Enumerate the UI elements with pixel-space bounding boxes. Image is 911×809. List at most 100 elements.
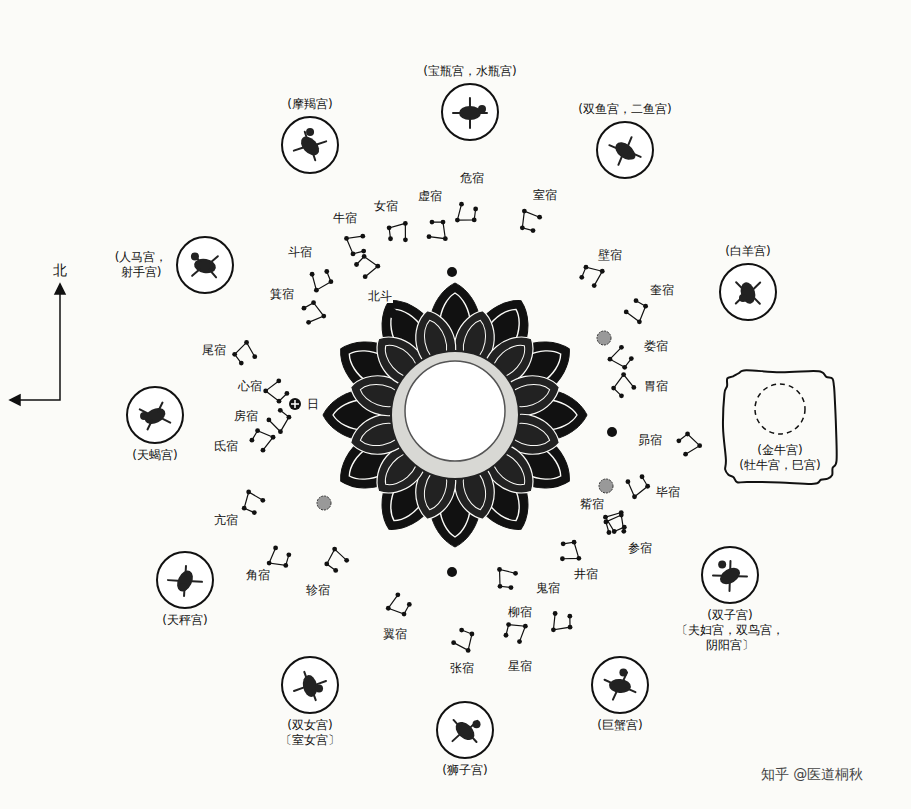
lunar-mansion-name: 翼宿 — [382, 627, 408, 641]
lunar-mansion-name: 房宿 — [233, 409, 259, 423]
lunar-mansion-name: 昴宿 — [637, 433, 663, 447]
lunar-mansion-name: 胃宿 — [643, 379, 669, 393]
lunar-mansion-name: 张宿 — [449, 661, 475, 675]
constellation-figures — [232, 202, 702, 653]
lunar-mansion-name: 箕宿 — [269, 287, 295, 301]
zodiac-emblem — [700, 545, 760, 605]
lunar-mansion-name: 毕宿 — [655, 485, 681, 499]
constellation-figure — [451, 628, 474, 653]
constellation-figure — [387, 221, 408, 242]
constellation-figure — [497, 567, 518, 590]
zodiac-name: (双子宫) — [707, 608, 752, 623]
sun-label: 日 — [306, 397, 320, 411]
zodiac-emblem — [155, 550, 215, 610]
zodiac-name: (巨蟹宫) — [597, 718, 642, 733]
zodiac-name: (人马宫，射手宫) — [110, 250, 172, 280]
zodiac-house: (人马宫，射手宫) — [110, 235, 235, 295]
zodiac-disk — [435, 700, 495, 760]
zodiac-house: (白羊宫) — [718, 244, 778, 322]
zodiac-house: (摩羯宫) — [280, 97, 340, 175]
lunar-mansion-name: 女宿 — [373, 199, 399, 213]
lunar-mansion-name: 牛宿 — [332, 211, 358, 225]
constellation-figure — [579, 265, 604, 288]
zodiac-emblem — [125, 385, 185, 445]
lunar-mansion-name: 斗宿 — [287, 245, 313, 259]
zodiac-name: 〔夫妇宫，双鸟宫，阴阳宫〕 — [675, 623, 785, 653]
lunar-mansion-name: 亢宿 — [213, 513, 239, 527]
star-dots — [387, 267, 617, 577]
zodiac-disk — [718, 262, 778, 322]
zodiac-name: (天秤宫) — [162, 613, 207, 628]
constellation-figure — [386, 592, 412, 616]
lunar-mansion-name: 星宿 — [507, 659, 533, 673]
lunar-mansion-name: 参宿 — [627, 541, 653, 555]
zodiac-emblem — [718, 262, 778, 322]
zodiac-region: (金牛宫)(牡牛宫，巳宫) — [720, 367, 840, 487]
constellation-figure — [354, 254, 380, 279]
lunar-mansion-name: 井宿 — [573, 567, 599, 581]
constellation-figure — [250, 428, 276, 452]
zodiac-disk — [440, 82, 500, 142]
planet-spots — [317, 331, 613, 510]
zodiac-name: (摩羯宫) — [287, 97, 332, 112]
lunar-mansion-name: 鬼宿 — [535, 581, 561, 595]
constellation-figure — [520, 209, 542, 233]
compass-label: 北 — [52, 262, 68, 279]
zodiac-name: (双鱼宫，二鱼宫) — [578, 102, 671, 117]
zodiac-name: (双女宫) — [287, 718, 332, 733]
sun-symbol — [289, 398, 301, 410]
constellation-figure — [232, 340, 257, 366]
zodiac-emblem — [595, 120, 655, 180]
constellation-figure — [624, 298, 648, 324]
watermark: 知乎 @医道桐秋 — [760, 766, 864, 783]
zodiac-disk — [590, 655, 650, 715]
constellation-figure — [266, 408, 291, 434]
zodiac-disk — [280, 115, 340, 175]
zodiac-name: 〔室女宫〕 — [280, 733, 340, 748]
zodiac-emblem — [590, 655, 650, 715]
constellation-figure — [626, 474, 651, 499]
constellation-figure — [608, 345, 634, 370]
region-circle — [752, 381, 808, 437]
constellation-figure — [267, 546, 292, 568]
zodiac-name: (金牛宫) — [757, 443, 802, 458]
lunar-mansion-name: 虚宿 — [417, 189, 443, 203]
zodiac-emblem — [280, 655, 340, 715]
zodiac-disk — [700, 545, 760, 605]
lunar-mansion-name: 氐宿 — [213, 439, 239, 453]
zodiac-name: (牡牛宫，巳宫) — [739, 458, 820, 473]
zodiac-emblem — [435, 700, 495, 760]
lunar-mansion-name: 奎宿 — [649, 283, 675, 297]
zodiac-emblem — [280, 115, 340, 175]
constellation-figure — [263, 379, 289, 404]
constellation-figure — [560, 540, 581, 561]
lunar-mansion-name: 室宿 — [532, 188, 558, 202]
zodiac-name: (天蝎宫) — [132, 448, 177, 463]
constellation-figure — [302, 300, 327, 324]
zodiac-disk — [280, 655, 340, 715]
zodiac-house: (宝瓶宫，水瓶宫) — [423, 64, 516, 142]
zodiac-emblem — [440, 82, 500, 142]
lunar-mansion-name: 柳宿 — [507, 605, 533, 619]
constellation-figure — [427, 220, 448, 241]
zodiac-disk — [125, 385, 185, 445]
asterism-name: 北斗 — [367, 289, 393, 303]
zodiac-name: (白羊宫) — [725, 244, 770, 259]
constellation-figure — [604, 513, 627, 535]
constellation-figure — [504, 622, 528, 644]
lunar-mansion-name: 觜宿 — [579, 497, 605, 511]
constellation-figure — [242, 490, 265, 515]
constellation-figure — [551, 611, 572, 632]
constellation-figure — [344, 234, 366, 257]
zodiac-house: (双子宫)〔夫妇宫，双鸟宫，阴阳宫〕 — [675, 545, 785, 653]
constellation-figure — [611, 372, 636, 398]
zodiac-disk — [155, 550, 215, 610]
constellation-figure — [455, 202, 478, 223]
zodiac-house: (狮子宫) — [435, 700, 495, 778]
constellation-figure — [603, 510, 627, 534]
lunar-mansion-name: 轸宿 — [305, 583, 331, 597]
zodiac-name: (宝瓶宫，水瓶宫) — [423, 64, 516, 79]
zodiac-house: (双女宫)〔室女宫〕 — [280, 655, 340, 748]
